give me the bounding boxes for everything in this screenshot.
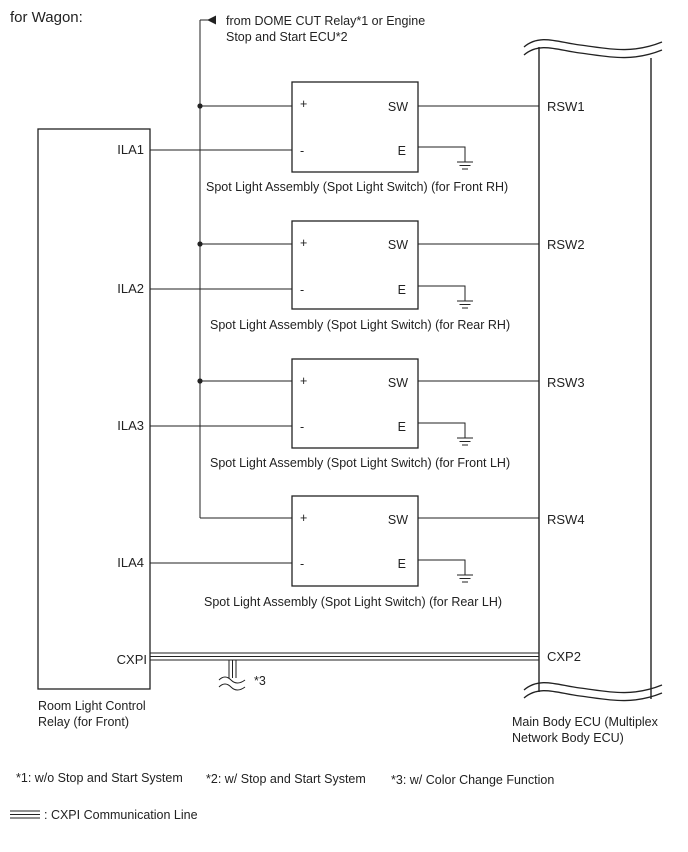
cxpi-communication-line: *3 (150, 652, 539, 691)
switch-box (291, 81, 419, 173)
diagram-header: for Wagon: (10, 9, 83, 26)
spot-light-switch-rear-lh: + - SW E Spot Light Assembly (Spot Light… (150, 495, 539, 609)
terminal-plus: + (300, 511, 307, 525)
switch-box (291, 220, 419, 310)
pin-rsw1: RSW1 (547, 99, 585, 114)
pin-rsw3: RSW3 (547, 375, 585, 390)
switch-label: Spot Light Assembly (Spot Light Switch) … (206, 180, 508, 194)
pin-cxpi: CXPI (117, 652, 147, 667)
footnote-2: *2: w/ Stop and Start System (206, 772, 366, 786)
main-ecu-label-2: Network Body ECU) (512, 731, 624, 745)
source-note-line-1: from DOME CUT Relay*1 or Engine (226, 14, 425, 28)
room-relay-box (37, 128, 151, 690)
spot-light-switch-front-lh: + - SW E Spot Light Assembly (Spot Light… (150, 358, 539, 470)
terminal-plus: + (300, 97, 307, 111)
terminal-sw: SW (388, 513, 408, 527)
junction-dot (197, 103, 203, 109)
switch-label: Spot Light Assembly (Spot Light Switch) … (210, 456, 510, 470)
pin-ila4: ILA4 (117, 555, 144, 570)
ground-icon (457, 300, 473, 309)
pin-ila3: ILA3 (117, 418, 144, 433)
room-relay-label-2: Relay (for Front) (38, 715, 129, 729)
switch-label: Spot Light Assembly (Spot Light Switch) … (204, 595, 502, 609)
terminal-sw: SW (388, 376, 408, 390)
spot-light-switch-front-rh: + - SW E Spot Light Assembly (Spot Light… (150, 81, 539, 194)
branch-wave-icon (218, 676, 246, 684)
footnote-1: *1: w/o Stop and Start System (16, 771, 183, 785)
ground-icon (457, 161, 473, 170)
legend-label: : CXPI Communication Line (44, 808, 198, 822)
cxpi-branch-note: *3 (254, 674, 266, 688)
switch-box (291, 358, 419, 449)
pin-ila2: ILA2 (117, 281, 144, 296)
switch-label: Spot Light Assembly (Spot Light Switch) … (210, 318, 510, 332)
main-ecu-label-1: Main Body ECU (Multiplex (512, 715, 659, 729)
terminal-sw: SW (388, 100, 408, 114)
power-source-feed: from DOME CUT Relay*1 or Engine Stop and… (199, 14, 425, 518)
source-arrow-icon (207, 15, 216, 25)
ecu-break-bottom-2 (523, 690, 663, 702)
ecu-break-bottom-1 (523, 682, 663, 694)
source-note-line-2: Stop and Start ECU*2 (226, 30, 348, 44)
terminal-plus: + (300, 236, 307, 250)
room-light-control-relay: ILA1 ILA2 ILA3 ILA4 CXPI Room Light Cont… (37, 128, 151, 729)
spot-light-switch-rear-rh: + - SW E Spot Light Assembly (Spot Light… (150, 220, 539, 332)
ground-icon (457, 574, 473, 583)
pin-cxp2: CXP2 (547, 649, 581, 664)
junction-dot (197, 241, 203, 247)
terminal-minus: - (300, 420, 304, 434)
ecu-break-top-2 (523, 47, 663, 59)
legend: : CXPI Communication Line (10, 808, 198, 822)
main-body-ecu: RSW1 RSW2 RSW3 RSW4 CXP2 Main Body ECU (… (512, 39, 663, 745)
terminal-e: E (398, 283, 406, 297)
pin-rsw2: RSW2 (547, 237, 585, 252)
terminal-plus: + (300, 374, 307, 388)
cxpi-line-swatch (10, 810, 40, 819)
pin-rsw4: RSW4 (547, 512, 585, 527)
footnote-3: *3: w/ Color Change Function (391, 773, 554, 787)
terminal-minus: - (300, 557, 304, 571)
terminal-e: E (398, 557, 406, 571)
room-relay-label-1: Room Light Control (38, 699, 146, 713)
junction-dot (197, 378, 203, 384)
ground-icon (457, 437, 473, 446)
terminal-e: E (398, 144, 406, 158)
pin-ila1: ILA1 (117, 142, 144, 157)
switch-box (291, 495, 419, 587)
terminal-e: E (398, 420, 406, 434)
terminal-minus: - (300, 283, 304, 297)
terminal-sw: SW (388, 238, 408, 252)
ecu-break-top-1 (523, 39, 663, 51)
terminal-minus: - (300, 144, 304, 158)
